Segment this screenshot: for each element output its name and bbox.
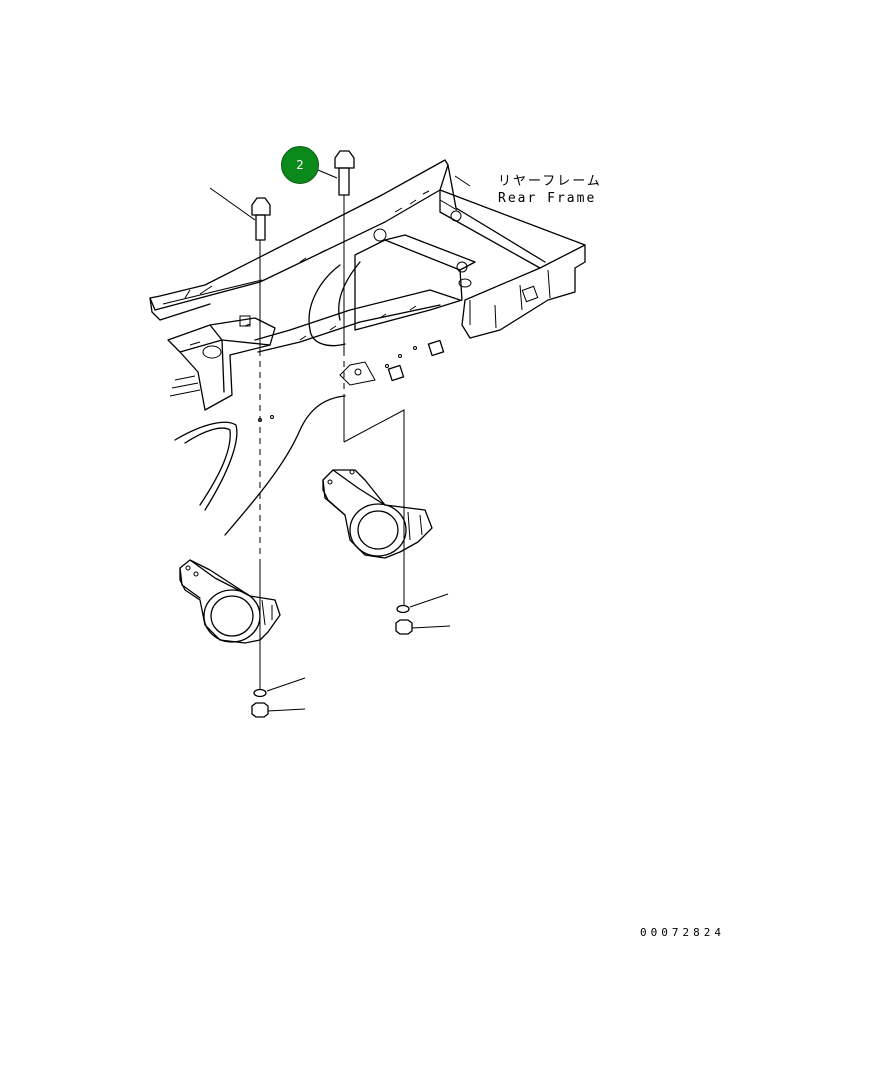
rear-frame-label-jp: リヤーフレーム [498, 174, 602, 189]
washer-nut-left [251, 677, 306, 718]
washer-nut-right [395, 593, 451, 635]
mount-bracket-right [322, 469, 433, 559]
drawing-number: 00072824 [640, 926, 725, 939]
callout-2[interactable]: 2 [281, 146, 319, 184]
bolt-left [209, 187, 271, 690]
rear-frame [149, 159, 586, 422]
rear-frame-label-en: Rear Frame [498, 191, 597, 206]
mount-bracket-left [179, 559, 281, 644]
outline-curves [174, 395, 346, 536]
